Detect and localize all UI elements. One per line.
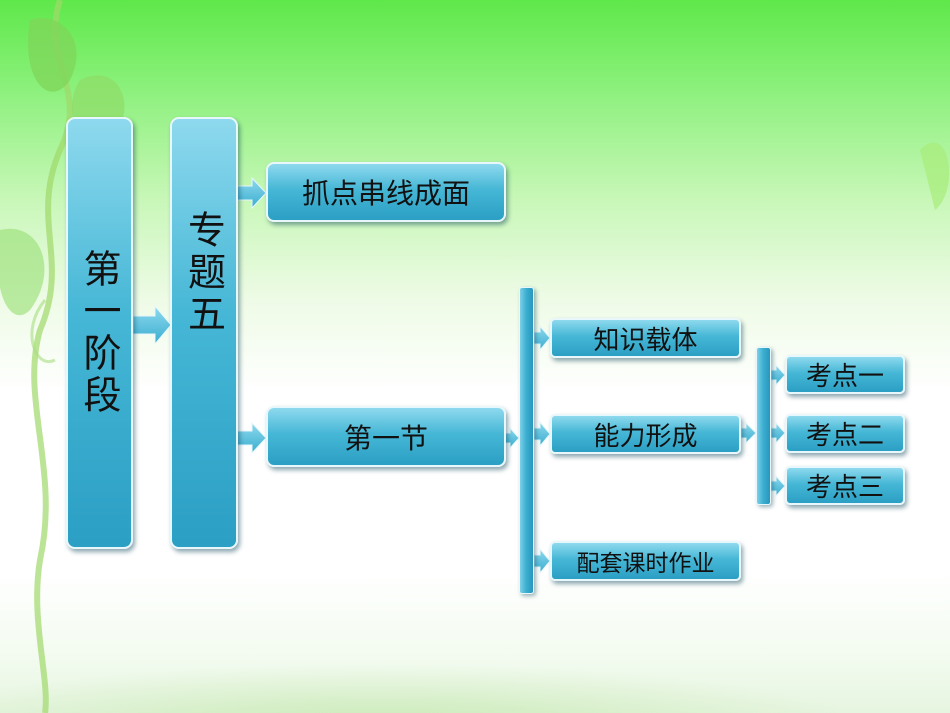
node-stage[interactable]: 第一阶段: [66, 117, 133, 549]
node-summary[interactable]: 抓点串线成面: [266, 162, 506, 222]
node-knowledge[interactable]: 知识载体: [550, 318, 741, 358]
arrow-ability-to-bar2: [740, 421, 757, 445]
node-point2[interactable]: 考点二: [785, 414, 905, 453]
branch-bar-ability: [756, 347, 771, 505]
node-ability[interactable]: 能力形成: [550, 414, 741, 454]
branch-bar-section: [519, 287, 534, 594]
arrow-stage-to-topic: [132, 304, 172, 346]
arrow-topic-to-summary: [236, 176, 267, 210]
arrow-bar-to-homework: [533, 547, 551, 575]
arrow-bar2-to-point2: [770, 421, 786, 445]
arrow-bar2-to-point3: [770, 474, 786, 498]
arrow-bar-to-ability: [533, 420, 551, 448]
ground-decoration: [0, 653, 950, 713]
arrow-bar-to-knowledge: [533, 324, 551, 352]
node-point3[interactable]: 考点三: [785, 466, 905, 505]
arrow-bar2-to-point1: [770, 363, 786, 387]
arrow-section-to-bar: [504, 426, 520, 450]
arrow-topic-to-section: [236, 421, 267, 455]
node-section[interactable]: 第一节: [266, 406, 506, 467]
node-topic[interactable]: 专题五: [170, 117, 238, 549]
node-homework[interactable]: 配套课时作业: [550, 541, 741, 581]
node-point1[interactable]: 考点一: [785, 355, 905, 394]
